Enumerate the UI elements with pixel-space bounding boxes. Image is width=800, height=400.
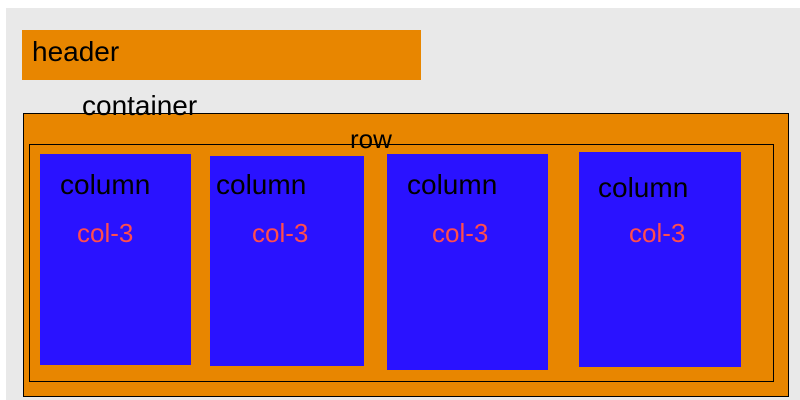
row-box xyxy=(29,144,774,382)
column-box-3 xyxy=(387,154,548,370)
column-class-label-2: col-3 xyxy=(252,218,309,248)
column-class-label-4: col-3 xyxy=(629,218,686,248)
column-box-2 xyxy=(210,156,364,366)
column-class-label-1: col-3 xyxy=(77,218,134,248)
header-box xyxy=(22,30,421,80)
column-title-1: column xyxy=(60,169,151,200)
column-box-1 xyxy=(40,154,191,365)
column-class-label-3: col-3 xyxy=(432,218,489,248)
column-title-3: column xyxy=(407,169,498,200)
row-label: row xyxy=(350,124,392,154)
column-title-2: column xyxy=(216,169,307,200)
column-title-4: column xyxy=(598,172,689,203)
container-label: container xyxy=(82,90,198,121)
header-label: header xyxy=(32,36,120,67)
column-box-4 xyxy=(579,152,741,367)
